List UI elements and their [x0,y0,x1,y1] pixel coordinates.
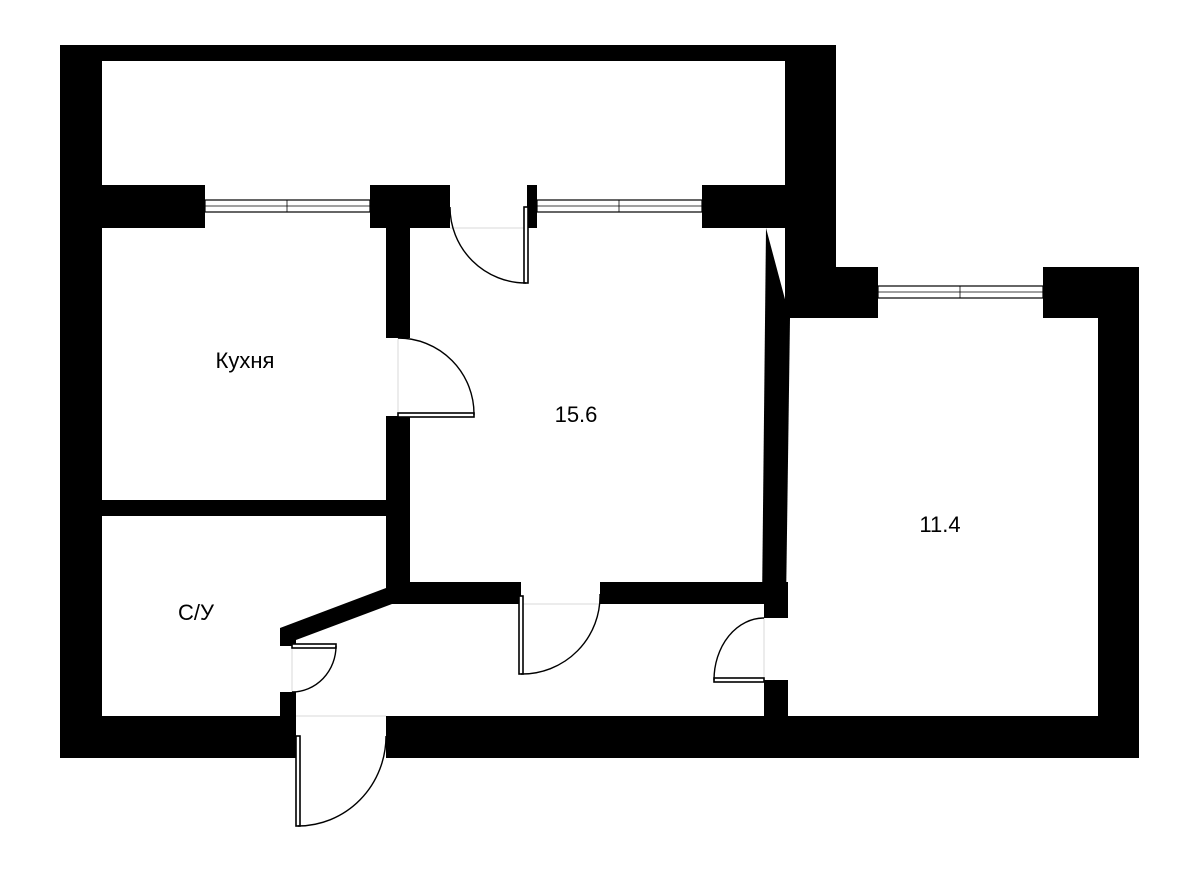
wall-facade-left [60,185,205,228]
door-entrance [295,715,387,827]
door-balcony [449,206,529,284]
room-labels: Кухня 15.6 11.4 С/У [178,348,961,625]
door-bathroom [291,643,337,693]
wall-hall-diagonal [280,588,392,640]
wall-bath-door-top [280,628,296,646]
door-bedroom [713,617,765,683]
wall-outer-left [60,45,102,758]
wall-kitchen-living-upper [386,228,410,338]
wall-facade-mid [370,185,450,228]
room-label-kitchen: Кухня [216,348,275,373]
doors [291,206,765,827]
wall-step [785,267,878,318]
wall-kitchen-bath [102,500,392,516]
wall-facade-right [702,185,836,228]
room-label-living: 15.6 [555,402,598,427]
door-kitchen [397,337,475,418]
walls [60,45,1139,758]
wall-living-bottom-right [600,582,788,604]
windows [204,199,1044,299]
wall-living-bottom-left [386,582,521,604]
window-living [536,199,703,213]
wall-hall-bedroom-upper [764,604,788,618]
wall-hall-bedroom-lower [764,680,788,720]
window-bedroom [877,285,1044,299]
wall-bottom-left [60,716,296,758]
room-label-bedroom: 11.4 [919,512,960,537]
wall-bath-door-bottom [280,692,296,722]
wall-balcony-top [60,45,836,61]
wall-outer-right [1098,267,1139,758]
wall-facade-doorstop [527,185,537,228]
door-living [518,593,601,675]
window-kitchen [204,199,371,213]
wall-bath-right [386,516,392,582]
wall-living-bedroom [762,228,790,604]
wall-bottom-right [386,716,1139,758]
room-label-bathroom: С/У [178,600,215,625]
wall-balcony-right [785,45,836,267]
